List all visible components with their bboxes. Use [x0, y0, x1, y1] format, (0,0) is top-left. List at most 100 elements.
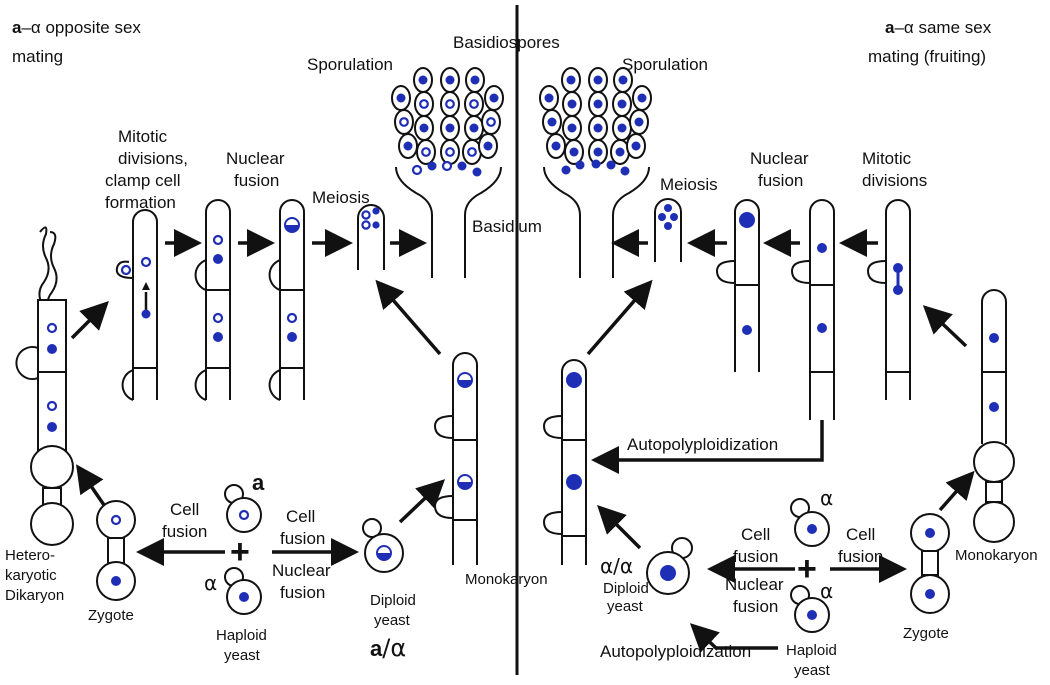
svg-text:yeast: yeast	[794, 662, 831, 679]
svg-text:a/α: a/α	[370, 634, 406, 662]
svg-text:Cell: Cell	[170, 500, 199, 519]
svg-text:yeast: yeast	[607, 598, 644, 615]
right-zygote-label: Zygote	[903, 625, 949, 642]
right-cell-fusion-r-label: Cell fusion	[838, 525, 883, 566]
left-meiosis-cell	[357, 204, 385, 270]
left-haploid-alpha	[224, 567, 262, 615]
svg-text:a–α same sex: a–α same sex	[885, 18, 992, 37]
left-basidium	[391, 67, 504, 278]
right-plus: +	[797, 550, 817, 588]
left-title: a–α opposite sex mating	[12, 18, 141, 66]
svg-text:clamp cell: clamp cell	[105, 171, 181, 190]
svg-text:Nuclear: Nuclear	[725, 575, 784, 594]
svg-text:Diploid: Diploid	[370, 592, 416, 609]
svg-text:Dikaryon: Dikaryon	[5, 587, 64, 604]
right-spore-chains	[539, 67, 652, 176]
svg-text:divisions,: divisions,	[118, 149, 188, 168]
right-haploid-alpha-top	[790, 498, 830, 547]
svg-text:fusion: fusion	[733, 597, 778, 616]
basidiospores-label: Basidiospores	[453, 33, 560, 52]
svg-text:Haploid: Haploid	[216, 627, 267, 644]
left-zygote	[96, 500, 136, 601]
left-sporulation-label: Sporulation	[307, 55, 393, 74]
right-alpha-top: α	[820, 486, 833, 510]
left-diploid-label: Diploid yeast a/α	[370, 592, 416, 662]
right-autopolyploidization-top: Autopolyploidization	[627, 435, 778, 454]
right-monokaryon	[973, 289, 1015, 543]
svg-text:Diploid: Diploid	[603, 580, 649, 597]
left-cell-fusion-label-b: Cell fusion	[280, 507, 325, 548]
left-diploid-yeast	[362, 518, 404, 573]
svg-text:Mitotic: Mitotic	[118, 127, 168, 146]
right-diploid-yeast	[646, 537, 693, 595]
left-haploid-a	[224, 484, 262, 533]
left-mitotic-label: Mitotic divisions, clamp cell formation	[105, 127, 188, 212]
left-meiosis-label: Meiosis	[312, 188, 370, 207]
autopolyploidization-bottom-arrow	[689, 623, 778, 653]
svg-text:mating: mating	[12, 47, 63, 66]
right-meiosis-label: Meiosis	[660, 175, 718, 194]
right-basidium	[539, 67, 652, 278]
right-haploid-alpha-bottom	[790, 585, 830, 633]
left-monokaryon-label: Monokaryon	[465, 571, 548, 588]
svg-text:karyotic: karyotic	[5, 567, 57, 584]
svg-text:fusion: fusion	[280, 529, 325, 548]
left-fused-hypha	[268, 199, 305, 401]
svg-text:formation: formation	[105, 193, 176, 212]
right-autopolyploidization-bottom: Autopolyploidization	[600, 642, 751, 661]
left-nuclear-fusion-hypha	[194, 199, 231, 401]
right-diploid-hypha	[542, 359, 587, 565]
left-arrows	[70, 229, 446, 566]
autopolyploidization-top-arrow	[591, 420, 824, 474]
right-nuclear-fusion-b-label: Nuclear fusion	[725, 575, 784, 616]
left-mating-alpha: α	[204, 571, 217, 595]
dikaryon-hypha	[15, 226, 74, 546]
left-spore-chains	[391, 67, 504, 177]
svg-text:a–α opposite sex: a–α opposite sex	[12, 18, 141, 37]
svg-text:Hetero-: Hetero-	[5, 547, 55, 564]
svg-text:Nuclear: Nuclear	[226, 149, 285, 168]
left-zygote-label: Zygote	[88, 607, 134, 624]
left-plus: +	[230, 533, 250, 571]
right-cell-fusion-label: Cell fusion	[733, 525, 778, 566]
right-alpha-bottom: α	[820, 579, 833, 603]
svg-text:Nuclear: Nuclear	[272, 561, 331, 580]
svg-text:divisions: divisions	[862, 171, 927, 190]
svg-text:Cell: Cell	[846, 525, 875, 544]
svg-text:fusion: fusion	[838, 547, 883, 566]
left-nuclear-fusion-label: Nuclear fusion	[226, 149, 285, 190]
svg-text:Cell: Cell	[741, 525, 770, 544]
right-title: a–α same sex mating (fruiting)	[868, 18, 992, 66]
right-diploid-label: α/α Diploid yeast	[600, 554, 649, 615]
svg-text:Mitotic: Mitotic	[862, 149, 912, 168]
svg-text:α/α: α/α	[600, 554, 633, 578]
svg-text:yeast: yeast	[374, 612, 411, 629]
dikaryon-label: Hetero- karyotic Dikaryon	[5, 547, 64, 604]
svg-text:yeast: yeast	[224, 647, 261, 664]
svg-text:fusion: fusion	[758, 171, 803, 190]
svg-text:fusion: fusion	[234, 171, 279, 190]
right-meiosis-cell	[654, 198, 682, 262]
right-fused-hypha	[715, 199, 760, 372]
right-nuclear-fusion-label: Nuclear fusion	[750, 149, 809, 190]
right-monokaryon-label: Monokaryon	[955, 547, 1038, 564]
svg-text:Nuclear: Nuclear	[750, 149, 809, 168]
svg-text:Haploid: Haploid	[786, 642, 837, 659]
left-cell-fusion-label: Cell fusion	[162, 500, 207, 541]
svg-text:mating (fruiting): mating (fruiting)	[868, 47, 986, 66]
svg-text:fusion: fusion	[733, 547, 778, 566]
left-nuclear-fusion-b-label: Nuclear fusion	[272, 561, 331, 602]
svg-text:fusion: fusion	[280, 583, 325, 602]
right-zygote	[910, 513, 950, 614]
right-haploid-label: Haploid yeast	[786, 642, 837, 679]
right-mitotic-hypha	[866, 199, 911, 400]
left-diploid-hypha	[433, 352, 478, 565]
svg-text:Cell: Cell	[286, 507, 315, 526]
clamp-cell-hypha	[115, 209, 158, 401]
right-sporulation-label: Sporulation	[622, 55, 708, 74]
basidium-label: Basidium	[472, 217, 542, 236]
svg-text:fusion: fusion	[162, 522, 207, 541]
left-mating-a: a	[252, 470, 265, 495]
right-nuclear-fusion-hypha	[790, 199, 835, 420]
